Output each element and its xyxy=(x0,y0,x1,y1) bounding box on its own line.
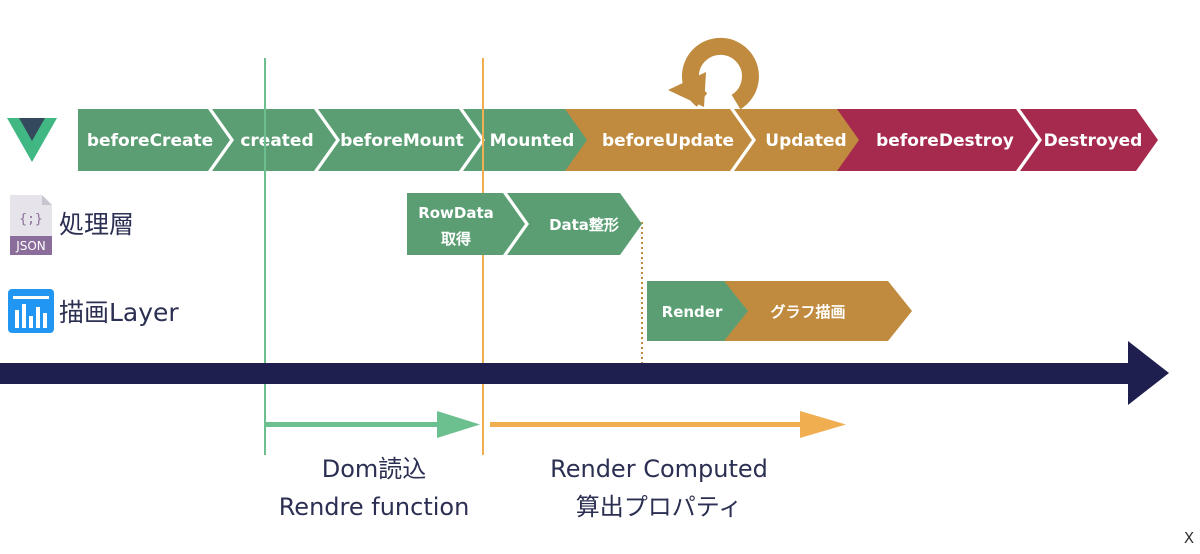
row-label-render: 描画Layer xyxy=(59,298,179,327)
vue-logo-icon xyxy=(7,118,57,162)
circular-arrow-icon xyxy=(668,37,759,110)
step-label-line1: Render xyxy=(662,303,723,321)
stage-label: beforeMount xyxy=(340,131,464,151)
json-icon-text: JSON xyxy=(15,239,46,253)
stage-updated: Updated xyxy=(734,109,877,171)
stage-label: created xyxy=(240,131,313,151)
stage-created: created xyxy=(212,109,336,171)
phase-caption-line1: Dom読込 xyxy=(322,455,427,483)
phase-arrow-orange xyxy=(490,411,846,438)
json-file-icon: {;} JSON xyxy=(10,195,52,255)
phase-arrow-green xyxy=(265,411,480,438)
stage-beforecreate: beforeCreate xyxy=(78,109,230,171)
step-label-line1: Data整形 xyxy=(549,216,619,234)
stage-label: Updated xyxy=(765,131,846,151)
stage-label: Destroyed xyxy=(1044,131,1143,151)
step-render: Render xyxy=(647,281,752,341)
bar-chart-icon xyxy=(8,289,54,333)
stage-beforeupdate: beforeUpdate xyxy=(565,109,752,171)
stage-beforemount: beforeMount xyxy=(318,109,481,171)
step-label-line1: RowData xyxy=(418,204,494,222)
step-rowdata: RowData 取得 xyxy=(407,193,525,255)
step-data-seikei: Data整形 xyxy=(507,193,642,255)
stage-beforedestroy: beforeDestroy xyxy=(837,109,1038,171)
stage-mounted: Mounted xyxy=(463,109,602,171)
corner-mark[interactable]: X xyxy=(1184,529,1194,547)
phase-caption-line2: Rendre function xyxy=(279,493,470,521)
step-label-line1: グラフ描画 xyxy=(770,303,845,321)
lifecycle-row: beforeCreate created beforeMount Mounted… xyxy=(78,109,1158,171)
step-graph-draw: グラフ描画 xyxy=(724,281,912,341)
phase-caption-line2: 算出プロパティ xyxy=(576,493,743,521)
stage-label: Mounted xyxy=(490,131,575,151)
timeline-arrow xyxy=(0,341,1169,405)
phase-caption-line1: Render Computed xyxy=(550,455,768,483)
step-label-line2: 取得 xyxy=(441,230,471,248)
stage-label: beforeCreate xyxy=(87,131,213,151)
stage-label: beforeDestroy xyxy=(876,131,1014,151)
stage-label: beforeUpdate xyxy=(602,131,734,151)
json-icon-glyph: {;} xyxy=(19,212,42,227)
stage-destroyed: Destroyed xyxy=(1020,109,1158,171)
row-label-processing: 処理層 xyxy=(59,210,134,239)
